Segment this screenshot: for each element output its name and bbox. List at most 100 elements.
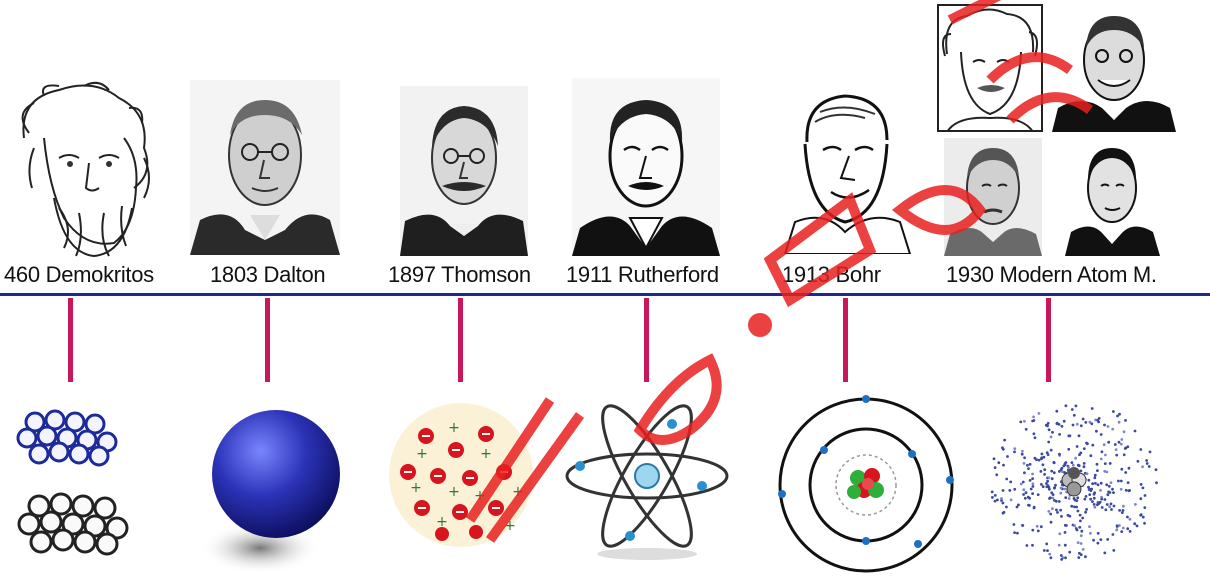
electron-dot <box>1094 481 1097 485</box>
electron-dot <box>1000 499 1003 502</box>
electron-dot <box>1022 488 1026 492</box>
electron-dot <box>1077 556 1081 559</box>
electron-dot <box>1021 449 1024 453</box>
timeline-tick <box>458 298 463 382</box>
electron-dot <box>1126 515 1129 519</box>
electron-dot <box>1076 509 1080 513</box>
electron-dot <box>1117 479 1120 483</box>
electron-dot <box>1102 443 1106 447</box>
electron-dot <box>1099 481 1103 485</box>
electron-dot <box>1092 496 1096 500</box>
electron-dot <box>1143 506 1147 509</box>
electron-dot <box>1075 528 1079 532</box>
electron-dot <box>1095 429 1098 433</box>
electron-dot <box>1109 502 1113 506</box>
electron-dot <box>1032 432 1036 436</box>
electron-dot <box>1093 476 1097 480</box>
electron-dot <box>1047 510 1051 513</box>
electron-dot <box>1089 497 1093 501</box>
electron-dot <box>1074 404 1078 408</box>
electron-dot <box>1049 448 1053 452</box>
electron-dot <box>1105 503 1109 506</box>
electron-dot <box>1093 473 1097 477</box>
electron-dot <box>1081 548 1085 551</box>
electron-dot <box>1107 440 1111 444</box>
electron-dot <box>1105 470 1109 474</box>
electron-dot <box>1063 531 1067 534</box>
electron-dot <box>1076 541 1080 544</box>
electron-dot <box>1096 483 1100 487</box>
electron-dot <box>1087 485 1090 489</box>
svg-text:+: + <box>436 514 448 530</box>
electron-dot <box>1112 410 1115 413</box>
electron-dot <box>1084 421 1088 424</box>
electron-dot <box>1092 503 1096 506</box>
electron-dot <box>1051 496 1055 500</box>
electron-dot <box>1046 549 1049 552</box>
electron-dot <box>1050 491 1054 495</box>
electron-dot <box>1062 464 1066 468</box>
electron-cloud-icon <box>990 404 1158 561</box>
electron-dot <box>1013 447 1017 451</box>
electron-dot <box>1023 419 1026 423</box>
electron-dot <box>1088 420 1092 424</box>
electron-dot <box>1141 515 1145 519</box>
electron-dot <box>1001 489 1005 492</box>
electron-dot <box>1016 531 1019 535</box>
electron-dot <box>993 499 997 503</box>
electron-dot <box>1051 430 1054 434</box>
dalton-portrait <box>190 80 340 255</box>
electron-dot <box>1098 500 1102 504</box>
electron-dot <box>1133 429 1137 433</box>
electron-dot <box>1065 524 1068 527</box>
electron-dot <box>1002 463 1005 467</box>
electron-dot <box>1092 492 1096 496</box>
timeline-label-rutherford: 1911 Rutherford <box>566 262 719 287</box>
timeline-tick <box>644 298 649 382</box>
electron-dot <box>1059 508 1062 512</box>
electron-dot <box>1124 488 1128 492</box>
svg-text:+: + <box>410 480 422 496</box>
electron-dot <box>1115 453 1119 457</box>
electron-dot <box>1022 462 1026 465</box>
electron-dot <box>1066 513 1070 517</box>
electron-dot <box>1013 487 1017 491</box>
electron-dot <box>1057 423 1061 426</box>
electron-dot <box>1029 487 1033 491</box>
electron-dot <box>1106 538 1110 541</box>
electron-dot <box>1058 532 1062 536</box>
electron-dot <box>1094 418 1097 422</box>
electron-dot <box>1037 458 1041 462</box>
electron-dot <box>1082 465 1086 469</box>
electron-dot <box>1136 459 1140 463</box>
electron-dot <box>1119 442 1123 446</box>
electron-dot <box>1114 448 1118 451</box>
electron-dot <box>1139 513 1143 517</box>
electron-dot <box>1028 496 1031 500</box>
svg-text:+: + <box>416 446 428 462</box>
electron-dot <box>1111 427 1115 431</box>
electron-dot <box>1040 457 1043 461</box>
electron-dot <box>1054 483 1057 487</box>
electron-dot <box>1108 505 1111 509</box>
electron-dot <box>993 494 997 497</box>
electron-dot <box>1120 530 1124 533</box>
electron-dot <box>1090 407 1094 410</box>
electron-dot <box>1005 477 1009 481</box>
electron-dot <box>1043 468 1047 471</box>
svg-text:+: + <box>474 488 486 504</box>
electron-dot <box>1096 501 1100 504</box>
electron-dot <box>995 473 999 477</box>
electron-dot <box>1056 511 1059 514</box>
svg-text:+: + <box>480 446 492 462</box>
electron-dot <box>1104 453 1107 457</box>
electron-dot <box>1071 423 1075 427</box>
electron-dot <box>1117 420 1121 424</box>
electron-dot <box>997 461 1001 465</box>
timeline-label-dalton: 1803 Dalton <box>210 262 326 287</box>
electron-dot <box>1039 525 1043 529</box>
electron-dot <box>1104 508 1108 512</box>
electron-dot <box>1079 451 1083 455</box>
electron-dot <box>1028 462 1032 466</box>
electron-dot <box>1005 505 1008 509</box>
